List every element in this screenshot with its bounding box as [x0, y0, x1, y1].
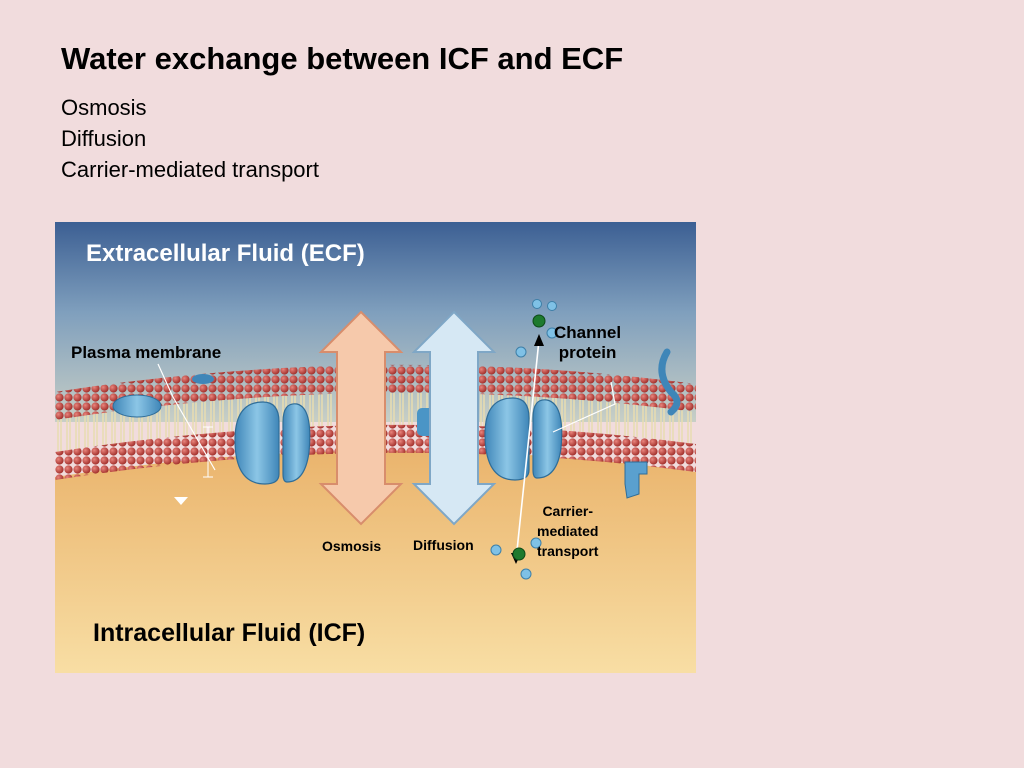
peripheral-protein [112, 394, 162, 418]
topic-list: Osmosis Diffusion Carrier-mediated trans… [61, 92, 319, 185]
carrier-protein [624, 461, 648, 499]
diffusion-label: Diffusion [413, 537, 474, 553]
icf-label: Intracellular Fluid (ICF) [93, 619, 366, 647]
carrier-mediated-transport-label: Carrier- mediated transport [537, 503, 599, 559]
slide-title: Water exchange between ICF and ECF [61, 41, 624, 76]
solute-molecule [532, 314, 546, 328]
plasma-membrane-leader [157, 363, 216, 471]
channel-protein-left [234, 401, 311, 485]
water-molecule [546, 327, 558, 339]
bullet-osmosis: Osmosis [61, 95, 147, 120]
osmosis-label: Osmosis [322, 538, 382, 554]
channel-protein-right [484, 397, 563, 481]
icf-region [55, 450, 696, 673]
ecf-label: Extracellular Fluid (ECF) [86, 240, 365, 267]
bullet-diffusion: Diffusion [61, 126, 147, 151]
membrane-illustration [55, 222, 696, 673]
osmosis-arrow [318, 310, 404, 526]
bullet-carrier-transport: Carrier-mediated transport [61, 157, 319, 182]
channel-protein-leader [552, 381, 616, 433]
plasma-membrane-label: Plasma membrane [71, 343, 222, 362]
membrane-transport-figure: Extracellular Fluid (ECF) Plasma membran… [55, 222, 696, 673]
channel-protein-label: Channel protein [554, 323, 622, 362]
diffusion-arrow [411, 310, 497, 526]
